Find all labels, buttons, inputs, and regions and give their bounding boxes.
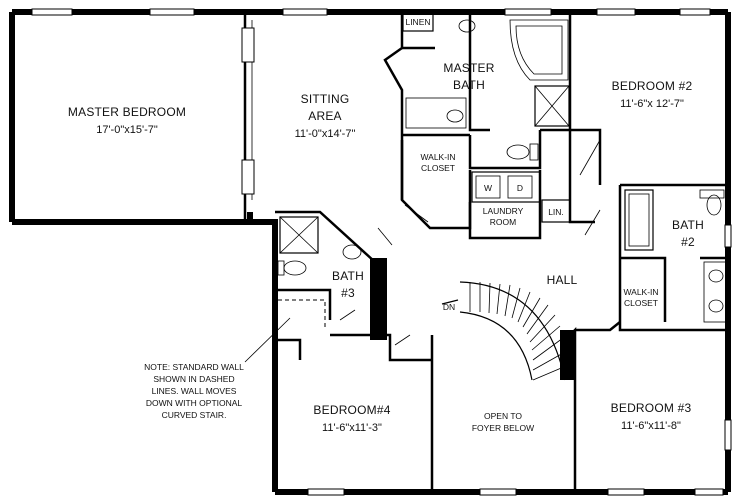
master-bedroom-label: MASTER BEDROOM [68,105,186,119]
washer-label: W [484,183,492,193]
master-bath-label-2: BATH [453,78,485,92]
bath2-label-2: #2 [681,235,695,249]
open-foyer-label-1: OPEN TO [484,411,522,421]
note-line-4: DOWN WITH OPTIONAL [146,398,243,408]
bath2-label-1: BATH [672,218,704,232]
bedroom4-label: BEDROOM#4 [313,403,390,417]
open-foyer-label-2: FOYER BELOW [472,423,534,433]
note-line-3: LINES. WALL MOVES [152,386,237,396]
stair-dn-label: DN [443,302,455,312]
bedroom4-dim: 11'-6"x11'-3" [322,422,382,434]
bedroom2-bath2-walls [570,128,728,332]
dryer-label: D [517,183,523,193]
master-bedroom-dim: 17'-0"x15'-7" [96,124,158,136]
sitting-area-label-1: SITTING [301,92,350,106]
bedroom2-dim: 11'-6"x 12'-7" [620,98,684,110]
bedroom2-label: BEDROOM #2 [612,79,693,93]
bath3-bedroom4-walls [275,210,434,492]
laundry-label-1: LAUNDRY [483,206,524,216]
bath3-label-2: #3 [341,286,355,300]
note-line-1: NOTE: STANDARD WALL [144,362,244,372]
master-bath-label-1: MASTER [443,61,494,75]
note-leader [244,317,291,363]
sitting-divider [241,14,255,222]
windows [31,8,732,496]
stair-note: NOTE: STANDARD WALL SHOWN IN DASHED LINE… [144,362,244,420]
note-line-2: SHOWN IN DASHED [153,374,234,384]
note-line-5: CURVED STAIR. [162,410,227,420]
lin-label: LIN. [548,207,564,217]
hall-label: HALL [547,273,578,287]
walkin-closet-2-label-1: WALK-IN [623,287,658,297]
walkin-closet-2-label-2: CLOSET [624,298,658,308]
room-labels: MASTER BEDROOM 17'-0"x15'-7" SITTING ARE… [68,17,704,434]
master-bath-walls [383,12,595,240]
bath3-label-1: BATH [332,269,364,283]
linen-label: LINEN [405,17,430,27]
walkin-closet-master-label-1: WALK-IN [420,152,455,162]
walkin-closet-master-label-2: CLOSET [421,163,455,173]
sitting-area-dim: 11'-0"x14'-7" [295,128,356,140]
curved-stair [377,227,621,492]
laundry-label-2: ROOM [490,217,516,227]
sitting-area-label-2: AREA [308,109,341,123]
bedroom3-dim: 11'-6"x11'-8" [621,420,681,432]
bedroom3-label: BEDROOM #3 [611,401,692,415]
